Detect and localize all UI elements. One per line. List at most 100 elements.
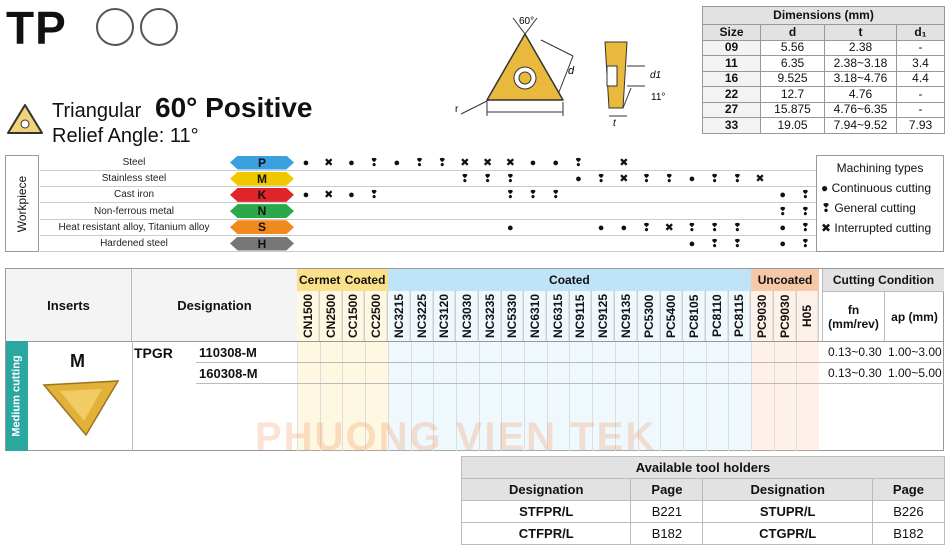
general-icon: ❢ <box>800 205 810 218</box>
dim-cell: 9.525 <box>760 70 825 87</box>
shape-label: Triangular <box>52 100 142 122</box>
svg-text:60°: 60° <box>519 16 534 27</box>
dims-caption: Dimensions (mm) <box>702 6 945 25</box>
svg-text:r: r <box>455 104 459 115</box>
general-icon: ❢ <box>641 221 652 234</box>
dim-cell: 15.875 <box>760 101 825 118</box>
legend-interrupted: ✖ Interrupted cutting <box>821 221 932 235</box>
material-name: Steel <box>122 157 146 168</box>
holder-designation: STUPR/L <box>702 500 873 523</box>
general-icon: ❢ <box>709 238 720 250</box>
material-name: Hardened steel <box>100 238 168 249</box>
ap-cell: 1.00~3.00 <box>888 345 942 359</box>
hole-icon <box>96 8 134 46</box>
workpiece-row: Steel P <box>40 155 816 171</box>
grade-column-header: PC8115 <box>728 291 751 341</box>
iso-badge: P <box>230 155 294 170</box>
general-icon: ❢ <box>437 157 447 169</box>
holder-page: B221 <box>630 500 704 523</box>
general-icon: ❢ <box>528 189 538 202</box>
size-cell: 09 <box>702 39 761 56</box>
holders-header: Page <box>871 478 946 501</box>
inserts-header: Inserts <box>6 269 132 341</box>
workpiece-label: Workpiece <box>5 155 39 252</box>
size-cell: 16 <box>702 70 761 87</box>
dim-cell: 6.35 <box>760 55 825 72</box>
fn-header: fn (mm/rev) <box>822 291 884 341</box>
circle-icon: ● <box>821 181 829 195</box>
general-icon: ❢ <box>778 205 788 218</box>
dims-header: d <box>760 24 825 41</box>
dim-cell: 3.18~4.76 <box>824 70 897 87</box>
cross-icon: ✖ <box>619 173 629 186</box>
holders-header: Designation <box>460 478 632 501</box>
holder-page: B182 <box>630 522 704 545</box>
material-name: Stainless steel <box>101 173 167 185</box>
iso-badge: H <box>230 236 294 251</box>
grade-column-header: PC9030 <box>751 291 774 341</box>
grade-group-header: Uncoated <box>751 269 820 291</box>
grade-column-header: PC8110 <box>705 291 729 341</box>
legend-title: Machining types <box>836 161 924 175</box>
grade-column-header: PC5300 <box>637 291 661 341</box>
holders-header: Designation <box>702 478 873 501</box>
general-icon: ❢ <box>800 238 810 250</box>
grade-column-header: PC8105 <box>682 291 706 341</box>
grade-column-header: NC6310 <box>524 291 547 341</box>
designation-header: Designation <box>132 269 297 341</box>
general-icon: ❢ <box>596 173 606 186</box>
dim-cell: - <box>896 86 945 103</box>
circle-icon: ● <box>348 189 355 202</box>
cross-icon: ✖ <box>460 157 470 169</box>
svg-text:t: t <box>613 118 617 129</box>
circle-icon: ● <box>348 157 355 169</box>
general-icon: ❢ <box>551 189 561 202</box>
tpgr-label: TPGR <box>134 345 173 361</box>
legend-general: ❢ General cutting <box>821 201 916 215</box>
holder-designation: STFPR/L <box>460 500 632 523</box>
circle-icon: ● <box>552 157 560 169</box>
circle-icon: ● <box>620 221 628 234</box>
svg-text:d: d <box>568 65 575 77</box>
dims-header: d₁ <box>896 24 945 41</box>
insert-diagram: 60° d r d1 11° t <box>455 16 665 129</box>
grade-column-header: NC5330 <box>501 291 524 341</box>
dim-cell: 2.38~3.18 <box>824 55 897 72</box>
general-icon: ❢ <box>709 173 720 186</box>
grade-column-header: NC3225 <box>410 291 434 341</box>
triangle-insert-icon <box>7 104 43 134</box>
general-icon: ❢ <box>482 173 493 186</box>
circle-icon: ● <box>779 221 787 234</box>
circle-icon: ● <box>779 238 787 250</box>
grade-column-header: PC9030 <box>773 291 797 341</box>
size-cell: 11 <box>702 55 761 72</box>
cutting-condition-header: Cutting Condition <box>822 269 944 291</box>
circle-icon: ● <box>597 221 605 234</box>
general-icon: ❢ <box>641 173 652 186</box>
material-name: Heat resistant alloy, Titanium alloy <box>58 221 210 233</box>
grade-column-header: CC1500 <box>342 291 366 341</box>
grade-group-header: Coated <box>342 269 388 291</box>
relief-label: Relief Angle: 11° <box>52 125 199 147</box>
size-cell: 27 <box>702 101 761 118</box>
dim-cell: - <box>896 101 945 118</box>
grade-column-header: PC5400 <box>660 291 683 341</box>
general-icon: ❢ <box>505 173 515 186</box>
grade-column-header: H05 <box>796 291 820 341</box>
fn-cell: 0.13~0.30 <box>828 345 882 359</box>
general-icon: ❢ <box>732 221 742 234</box>
ap-header: ap (mm) <box>884 291 944 341</box>
dim-cell: 7.93 <box>896 117 945 134</box>
circle-icon: ● <box>529 157 537 169</box>
grade-column-header: CN1500 <box>297 291 320 341</box>
dims-header: t <box>824 24 897 41</box>
iso-badge: M <box>230 171 294 186</box>
grade-column-header: NC9115 <box>569 291 593 341</box>
dim-cell: 3.4 <box>896 55 945 72</box>
general-icon: ❢ <box>573 157 583 169</box>
dim-cell: 5.56 <box>760 39 825 56</box>
grade-column-header: NC9135 <box>614 291 638 341</box>
